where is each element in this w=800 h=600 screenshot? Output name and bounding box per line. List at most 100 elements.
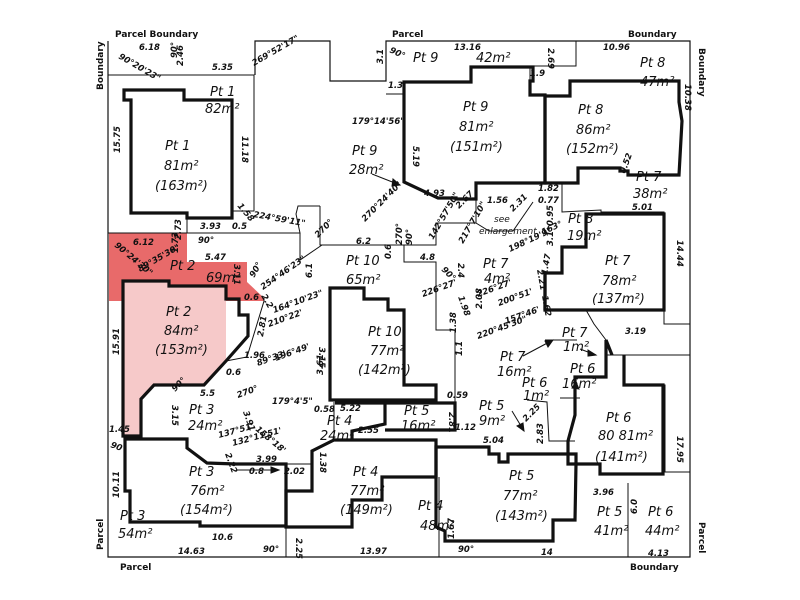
- lot-area: 24m²: [320, 429, 354, 444]
- dim-label: 226°27': [421, 278, 459, 300]
- dim-label: 15.75: [113, 126, 123, 153]
- dim-label: 17.95: [674, 436, 684, 463]
- lot-area: 86m²: [576, 123, 610, 138]
- lot-area: 76m²: [190, 484, 224, 499]
- pt2-lower-highlight: [123, 281, 226, 436]
- dim-label: 1.56: [487, 196, 508, 206]
- lot-label: Pt 1: [165, 139, 190, 154]
- lot-label: Pt 6: [522, 376, 547, 391]
- dim-label: 3.1: [546, 231, 556, 246]
- dim-label: 0.95: [546, 205, 556, 226]
- dim-label: 0.52: [618, 152, 635, 175]
- label-boundary-right: Boundary: [696, 48, 706, 97]
- dim-label: 2.02: [284, 467, 305, 477]
- dim-label: 6.2: [356, 237, 371, 247]
- lot-label: Pt 2: [166, 305, 191, 320]
- label-parcel-bottom: Parcel: [120, 563, 151, 573]
- lot-area: 77m²: [350, 484, 384, 499]
- lot-label: Pt 5: [597, 505, 622, 520]
- dim-label: 0.5: [232, 222, 247, 232]
- lot-label: Pt 10: [346, 254, 380, 269]
- dim-label: 1.9: [530, 69, 545, 79]
- lot-label: Pt 6: [570, 362, 595, 377]
- lot-total: (163m²): [155, 179, 208, 194]
- dim-label: 0.8: [249, 467, 264, 477]
- dim-label: 11.18: [239, 136, 249, 163]
- leader-arrows: [237, 173, 598, 474]
- dim-label: 0.58: [314, 405, 335, 415]
- label-parcel-right: Parcel: [696, 522, 706, 553]
- lot-label: Pt 5: [404, 404, 429, 419]
- dim-label: 13.16: [454, 43, 481, 53]
- lot-area: 77m²: [503, 489, 537, 504]
- lot-label: Pt 4: [353, 465, 378, 480]
- lot-label: Pt 4: [418, 499, 443, 514]
- dim-label: 1.12: [455, 423, 476, 433]
- dim-label: 2.69: [545, 48, 555, 69]
- dim-label: 90°: [263, 545, 279, 555]
- dim-label: 6.1: [305, 263, 315, 278]
- dim-label: 6.0: [630, 499, 640, 514]
- dim-label: 179°4'5": [272, 397, 313, 407]
- dim-label: 179°14'56": [352, 117, 405, 127]
- dim-label: 3.61: [316, 354, 326, 375]
- dim-label: 4.93: [423, 189, 445, 199]
- lot-area: 44m²: [645, 524, 679, 539]
- lot-area: 82m²: [205, 102, 239, 117]
- dim-label: 1.82: [538, 184, 559, 194]
- lot-area: 38m²: [633, 187, 667, 202]
- lot-label: Pt 8: [640, 56, 665, 71]
- dim-label: 270°: [313, 217, 336, 240]
- dim-label: 2.25: [293, 538, 303, 559]
- boundary-labels: Parcel Boundary Parcel Boundary Boundary…: [96, 30, 706, 573]
- lot-area: 69m²: [206, 271, 240, 286]
- dim-label: 2.83: [536, 423, 546, 444]
- label-parcel-boundary-top: Parcel Boundary: [115, 30, 198, 40]
- dim-label: 269°52'17": [251, 34, 302, 69]
- dim-label: 6.12: [133, 238, 154, 248]
- dim-label: 2.08: [475, 288, 485, 309]
- dim-label: 14.44: [674, 240, 684, 267]
- dim-label: 3.1: [376, 49, 386, 64]
- thick-outlines: [121, 65, 684, 543]
- lot-label: Pt 7: [605, 254, 631, 269]
- lot-area: 16m²: [401, 419, 435, 434]
- dim-label: 1.38: [449, 312, 459, 333]
- dim-label: 3.11: [231, 264, 241, 285]
- dim-label: 1.67: [447, 518, 457, 539]
- dim-label: 5.04: [483, 436, 504, 446]
- dim-label: 3.19: [625, 327, 646, 337]
- dim-label: 254°46'23": [259, 254, 308, 292]
- lot-area: 9m²: [479, 414, 505, 429]
- lot-area: 80 81m²: [598, 429, 653, 444]
- label-parcel-left: Parcel: [96, 519, 106, 550]
- lot-label: Pt 8: [578, 103, 603, 118]
- dim-label: 0.59: [447, 391, 468, 401]
- dim-label: 4.8: [419, 253, 435, 263]
- lot-total: (153m²): [155, 343, 208, 358]
- lot-total: (149m²): [340, 503, 393, 518]
- dim-label: 10.11: [112, 471, 122, 498]
- dim-label: 3.15: [169, 405, 179, 426]
- lot-area: 42m²: [476, 51, 510, 66]
- dim-label: 0.6: [384, 244, 394, 259]
- lot-label: Pt 5: [479, 399, 504, 414]
- lot-area: 28m²: [349, 163, 383, 178]
- lot-label: Pt 9: [413, 51, 438, 66]
- see-enlargement-note: see: [494, 215, 510, 225]
- dim-label: 15.91: [112, 328, 122, 355]
- lot-area: 81m²: [164, 159, 198, 174]
- dim-label: 4.13: [647, 549, 669, 559]
- label-boundary-left: Boundary: [96, 41, 106, 90]
- dim-label: 1.45: [109, 425, 130, 435]
- lot-label: Pt 3: [120, 509, 145, 524]
- dim-label: 1.47: [540, 253, 554, 275]
- lot-total: (154m²): [180, 503, 233, 518]
- lot-label: Pt 6: [648, 505, 673, 520]
- dim-label: 1.73: [171, 232, 181, 253]
- dim-label: 5.47: [205, 253, 226, 263]
- dim-label: 270°24'40": [360, 180, 404, 224]
- dim-label: 270°: [236, 384, 260, 401]
- dim-label: 2.81: [256, 315, 269, 337]
- dim-label: 3.99: [256, 455, 277, 465]
